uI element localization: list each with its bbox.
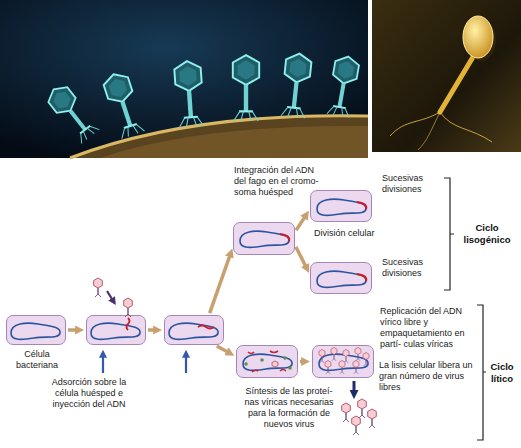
tail-fiber: [440, 112, 492, 142]
cell-box: Célula bacteriana: [6, 315, 66, 345]
phage-micrograph: [280, 52, 312, 118]
cycle-label: Ciclo lisogénico: [458, 222, 516, 246]
cell-caption: Síntesis de las proteí- nas víricas nece…: [241, 386, 337, 430]
phage-dna: [248, 351, 286, 372]
cell-caption: Replicación del ADN vírico libre y empaq…: [380, 306, 480, 350]
cell-box: Integración del ADN del fago en el cromo…: [233, 222, 295, 255]
phage-icon: [342, 403, 351, 422]
cell-caption: Adsorción sobre la célula huésped e inye…: [41, 377, 137, 410]
bacterial-wall: [70, 116, 368, 158]
cycle-arrow: [296, 218, 304, 231]
micrograph-background: [372, 0, 521, 152]
division-label: División celular: [314, 228, 380, 239]
viral-protein: [244, 362, 248, 366]
lysis-note: La lisis celular libera un gran número d…: [379, 360, 479, 393]
phage-micrograph: [101, 70, 145, 139]
viral-capsid: [272, 361, 278, 367]
bacterial-surface: [100, 126, 368, 158]
bacterial-chromosome: [91, 323, 140, 339]
phage-icon: [331, 348, 337, 361]
phage-icon: [325, 361, 331, 374]
micrograph-background: [0, 0, 368, 158]
cycle-arrow: [68, 328, 76, 332]
cycle-arrow: [217, 346, 227, 352]
viral-protein: [283, 356, 287, 360]
cell-box: Adsorción sobre la célula huésped e inye…: [86, 315, 146, 345]
phage-icon: [124, 298, 133, 317]
phage-dna: [127, 318, 130, 330]
phage-micrograph: [44, 82, 100, 144]
cell-box: Sucesivas divisiones: [310, 262, 372, 294]
cycle-arrow: [300, 360, 302, 364]
cell-caption: Integración del ADN del fago en el cromo…: [234, 165, 322, 198]
bacterial-chromosome: [317, 271, 366, 287]
phage-icon: [343, 350, 349, 363]
cell-caption: Célula bacteriana: [7, 349, 67, 371]
phage-icon: [358, 399, 367, 418]
cycle-bracket: [444, 178, 454, 290]
phage-icon: [363, 353, 369, 366]
prophage-dna: [357, 274, 366, 281]
bacterial-chromosome: [169, 323, 218, 339]
lysis-arrow: [353, 381, 356, 391]
cycle-arrow: [148, 328, 154, 332]
phage-icon: [352, 416, 361, 435]
prophage-dna: [357, 202, 366, 209]
pointer-arrow: [102, 357, 104, 373]
phage-micrograph: [174, 60, 205, 128]
tail-fiber: [390, 112, 440, 136]
cycle-label: Ciclo lítico: [487, 361, 517, 385]
phage-head: [463, 16, 493, 58]
phage-dna: [198, 326, 214, 329]
phage-icon: [94, 278, 103, 297]
cycle-arrow: [210, 256, 230, 313]
prophage-dna: [280, 234, 289, 241]
phage-icon: [368, 409, 377, 428]
pointer-arrow: [185, 357, 187, 373]
phage-micrograph: [326, 55, 360, 118]
bacterial-chromosome: [11, 323, 60, 339]
cell-box: Síntesis de las proteí- nas víricas nece…: [236, 345, 298, 378]
viral-protein: [260, 358, 264, 362]
phage-tail: [440, 57, 473, 112]
cycle-arrow: [296, 247, 306, 266]
phage-icon: [319, 350, 325, 363]
tail-fiber: [418, 112, 440, 150]
bacterial-surface: [70, 116, 368, 158]
phage-micrograph: [233, 55, 259, 121]
phage-icon: [355, 348, 361, 361]
cell-caption: Sucesivas divisiones: [382, 257, 442, 279]
cell-box: Sucesivas divisiones: [310, 190, 372, 222]
phage-icon: [353, 361, 359, 374]
cycle-bracket: [477, 305, 486, 440]
cell-caption: Sucesivas divisiones: [382, 173, 442, 195]
phage-icon: [339, 361, 345, 374]
bacterial-chromosome: [240, 231, 289, 247]
bacterial-chromosome: [317, 199, 366, 215]
bacterial-chromosome: [243, 354, 292, 370]
adsorption-arrow: [107, 291, 112, 299]
cell-box: [164, 315, 224, 345]
viral-protein: [288, 366, 292, 370]
